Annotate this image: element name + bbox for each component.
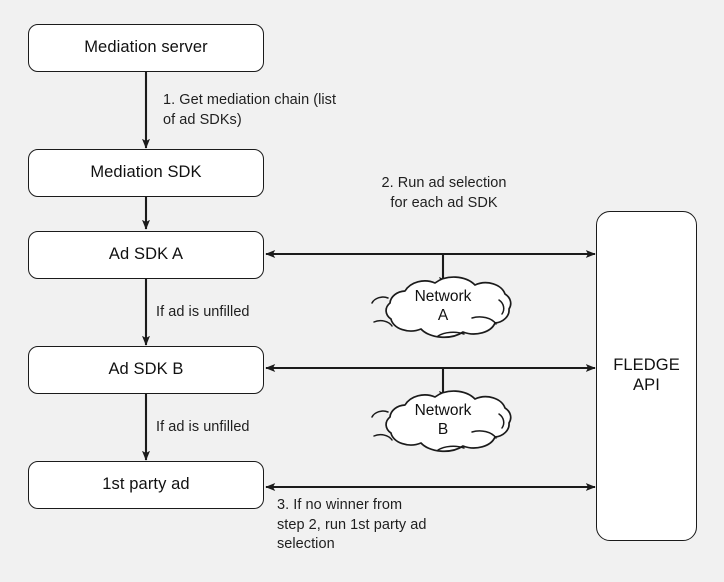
network-b-cloud-shape [371,390,512,453]
edge-label-step-1: 1. Get mediation chain (list of ad SDKs) [163,92,337,128]
edge-label-step-2: 2. Run ad selection for each ad SDK [381,175,507,211]
node-ad-sdk-b[interactable]: Ad SDK B [28,346,264,394]
node-first-party-ad[interactable]: 1st party ad [28,461,264,509]
node-mediation-sdk[interactable]: Mediation SDK [28,149,264,197]
edge-label-step-3: 3. If no winner from step 2, run 1st par… [277,497,427,553]
node-ad-sdk-a[interactable]: Ad SDK A [28,231,264,279]
edge-label-unfilled-a: If ad is unfilled [156,304,250,320]
node-mediation-server-label: Mediation server [84,38,208,57]
node-fledge-api-label-line1: FLEDGE [613,356,680,375]
network-a-cloud-shape [371,276,512,339]
edge-label-unfilled-b: If ad is unfilled [156,419,250,435]
node-first-party-ad-label: 1st party ad [102,475,190,494]
node-ad-sdk-b-label: Ad SDK B [108,360,184,379]
node-mediation-sdk-label: Mediation SDK [90,163,202,182]
node-mediation-server[interactable]: Mediation server [28,24,264,72]
node-fledge-api[interactable]: FLEDGE API [596,211,697,541]
node-ad-sdk-a-label: Ad SDK A [108,245,184,264]
node-fledge-api-label-line2: API [633,376,660,394]
